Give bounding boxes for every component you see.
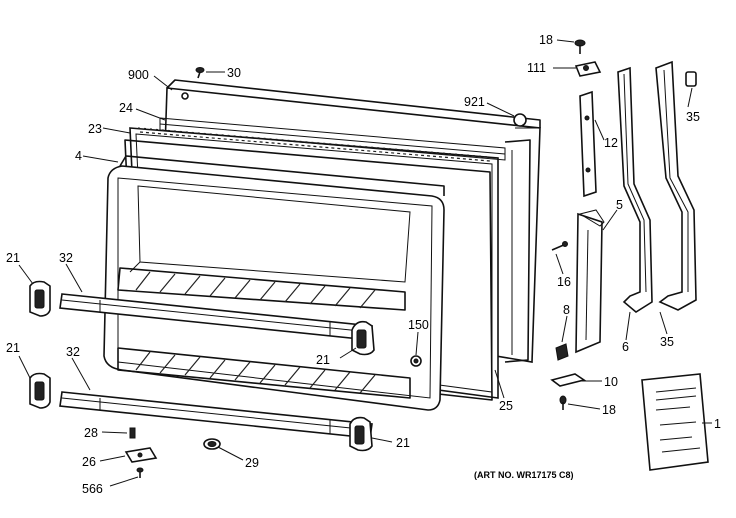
label-4: 4 (75, 149, 82, 163)
label-12: 12 (604, 136, 618, 150)
end-cap-right-upper (351, 320, 375, 356)
label-150: 150 (408, 318, 429, 332)
label-18-top: 18 (539, 33, 553, 47)
door-handle-6 (617, 66, 653, 313)
label-111: 111 (527, 61, 546, 75)
gasket-hatch-pattern (137, 127, 491, 162)
pad-8 (555, 343, 569, 361)
label-32-lower: 32 (66, 345, 80, 359)
label-10: 10 (604, 375, 618, 389)
label-23: 23 (88, 122, 102, 136)
label-29: 29 (245, 456, 259, 470)
label-6: 6 (622, 340, 629, 354)
label-26: 26 (82, 455, 96, 469)
label-21-right-lower: 21 (396, 436, 410, 450)
label-30: 30 (227, 66, 241, 80)
owner-manual (641, 373, 709, 471)
screw-566 (136, 467, 144, 478)
label-900: 900 (128, 68, 149, 82)
screw-18-top (574, 39, 586, 54)
hinge-bracket-111 (574, 61, 602, 77)
label-1: 1 (714, 417, 721, 431)
end-cap-right-lower (349, 416, 373, 452)
handle-cap-35 (685, 71, 697, 87)
label-32-upper: 32 (59, 251, 73, 265)
label-28: 28 (84, 426, 98, 440)
lower-shelf (117, 347, 411, 399)
door-handle-35 (655, 60, 697, 311)
hinge-strip-12 (579, 90, 597, 198)
bracket-26 (124, 447, 158, 463)
label-35-top: 35 (686, 110, 700, 124)
label-5: 5 (616, 198, 623, 212)
plug-150 (410, 355, 422, 367)
clip-10 (550, 373, 586, 387)
label-21-left-lower: 21 (6, 341, 20, 355)
plug-29 (203, 438, 221, 450)
label-21-left-upper: 21 (6, 251, 20, 265)
upper-shelf (117, 267, 406, 311)
end-cap-left-upper (29, 280, 51, 317)
end-cap-left-lower (29, 372, 51, 409)
door-handle-bracket-5 (575, 209, 605, 354)
leader-lines (18, 39, 712, 487)
label-16: 16 (557, 275, 571, 289)
label-24: 24 (119, 101, 133, 115)
lower-shelf-bar (59, 391, 373, 439)
label-25: 25 (499, 399, 513, 413)
label-8: 8 (563, 303, 570, 317)
screw-18-bottom (559, 395, 567, 410)
art-number: (ART NO. WR17175 C8) (474, 470, 574, 480)
label-566: 566 (82, 482, 103, 496)
screw-28 (129, 427, 136, 439)
label-35-bottom: 35 (660, 335, 674, 349)
screw-30 (195, 67, 205, 79)
label-921: 921 (464, 95, 485, 109)
label-21-right-upper: 21 (316, 353, 330, 367)
label-18-bottom: 18 (602, 403, 616, 417)
screw-16 (551, 241, 568, 251)
part-labels: 18 111 900 30 921 35 24 23 12 4 5 21 32 … (6, 33, 721, 496)
